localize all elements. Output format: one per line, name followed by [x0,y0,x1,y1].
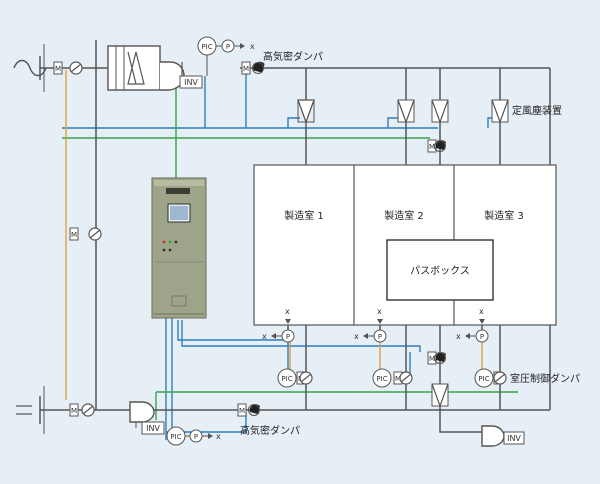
production-rooms: 製造室 1 製造室 2 製造室 3 パスボックス [253,164,557,326]
inv-box-bottom [141,421,165,435]
svg-text:M: M [395,375,401,383]
arrow-left-icon [465,333,470,339]
air-intake-wave-icon [13,59,47,77]
svg-text:PIC: PIC [478,375,489,383]
svg-text:x: x [456,332,461,341]
control-panel-body [151,177,207,319]
room-2-label: 製造室 2 [384,209,424,222]
room-3-label: 製造室 3 [484,209,524,222]
arrow-right-icon [240,43,245,49]
label-damper-bottom: 高気密ダンパ [240,424,300,437]
svg-text:PIC: PIC [281,375,292,383]
svg-text:x: x [216,432,221,441]
svg-text:INV: INV [146,424,160,433]
control-panel [151,177,207,319]
hermetic-damper-top: M [241,61,265,75]
bottom-pressure-control: PIC P x [166,426,221,446]
actuator-m-box [237,403,247,417]
exhaust-outlet [16,386,45,434]
inv-box-top [179,75,203,89]
vav-device-2 [397,99,415,124]
svg-text:x: x [354,332,359,341]
svg-text:x: x [377,307,382,316]
svg-text:M: M [429,355,435,363]
arrow-up-icon [479,319,485,324]
arrow-up-icon [377,319,383,324]
blue-to-bottom-damper [181,320,421,352]
svg-text:INV: INV [184,78,198,87]
svg-text:M: M [71,231,77,239]
actuator-m-box [241,61,251,75]
exhaust-fan-icon [481,425,505,447]
exhaust-damper-bottom-left: M [69,403,95,417]
blue-to-vav-1 [287,117,300,128]
actuator-m-box [69,227,79,241]
vav-device-1 [297,99,315,124]
svg-text:P: P [480,333,484,341]
svg-text:x: x [479,307,484,316]
left-riser-damper: M [69,227,102,241]
top-pressure-control: PIC P x [197,36,255,76]
actuator-m-box [53,61,63,75]
vav-device-3 [491,99,509,124]
outdoor-damper-actuator-top: M [53,61,83,75]
svg-text:INV: INV [507,434,521,443]
heat-exchanger-coil-icon [127,51,145,85]
room-1-label: 製造室 1 [284,209,324,222]
outdoor-air-intake [13,44,47,92]
actuator-m-box [69,403,79,417]
hermetic-damper-bottom: M [237,403,260,417]
svg-text:P: P [226,43,230,51]
hermetic-damper-icon [435,352,446,362]
hermetic-damper-icon [249,404,260,414]
svg-text:P: P [378,333,382,341]
room-pressure-sensor-1: P x x [262,307,295,343]
label-airflow-device: 定風塵装置 [512,104,562,117]
blue-to-vav-2 [387,117,398,128]
svg-text:M: M [55,65,61,73]
duct-passbox-exhaust [439,300,482,433]
arrow-up-icon [285,319,291,324]
passbox-exhaust-fan: INV [481,425,525,447]
main-exhaust-fan: INV [129,401,165,435]
label-damper-top: 高気密ダンパ [263,50,323,63]
arrow-left-icon [271,333,276,339]
label-pressure-damper: 室圧制御ダンパ [510,372,580,385]
arrow-right-icon [208,433,213,439]
svg-text:x: x [285,307,290,316]
vav-device-passbox [431,99,449,124]
svg-text:PIC: PIC [170,433,181,441]
pass-box [386,239,494,301]
svg-text:P: P [286,333,290,341]
pass-box-label: パスボックス [410,265,470,277]
svg-text:M: M [71,407,77,415]
room-pressure-control-2: PIC M [372,368,413,388]
svg-text:M: M [429,143,435,151]
hermetic-damper-icon [435,140,446,150]
svg-text:x: x [262,332,267,341]
room-pressure-sensor-2: P x x [354,307,387,343]
arrow-left-icon [363,333,368,339]
svg-text:PIC: PIC [201,43,212,51]
room-pressure-sensor-3: P x x [456,307,489,343]
svg-text:P: P [194,433,198,441]
exhaust-fan-icon [129,401,155,423]
blue-to-pic-1 [177,320,289,372]
vav-device-passbox-exhaust [431,383,449,408]
air-handling-unit: INV [107,45,203,91]
passbox-exhaust-damper: M [427,351,446,365]
passbox-supply-damper: M [427,139,446,153]
room-pressure-control-1: PIC M [277,368,313,388]
svg-text:M: M [243,65,249,73]
svg-text:PIC: PIC [376,375,387,383]
inv-box-passbox [503,431,525,445]
svg-text:M: M [239,407,245,415]
svg-text:x: x [250,42,255,51]
room-pressure-control-3: PIC M [474,368,507,388]
green-signal-lines [62,88,518,420]
